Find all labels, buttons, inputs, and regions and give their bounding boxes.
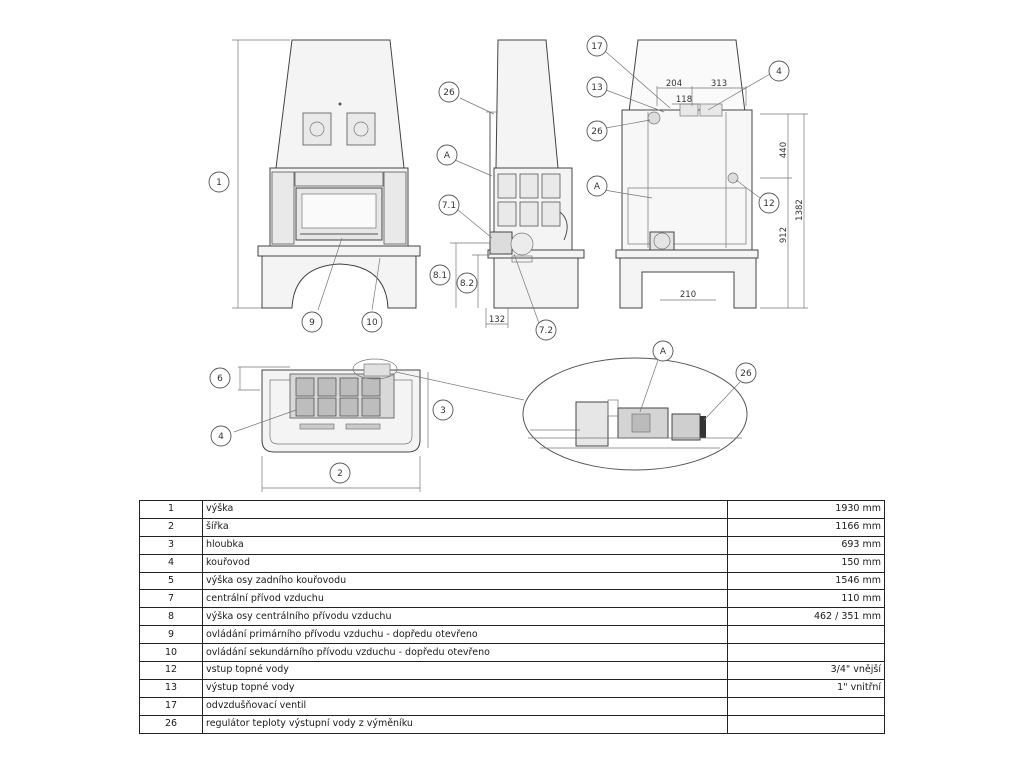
- row-number: 3: [139, 535, 203, 555]
- table-row: 7 centrální přívod vzduchu 110 mm: [139, 589, 885, 609]
- table-row: 9 ovládání primárního přívodu vzduchu - …: [139, 625, 885, 645]
- row-label: regulátor teploty výstupní vody z výmění…: [202, 714, 728, 734]
- side-view: 132 26 A 7.1 8.1 8.2 7.2: [429, 39, 585, 341]
- callout-side-a: A: [444, 151, 451, 161]
- callout-front-9: 9: [309, 318, 315, 328]
- row-value: 1930 mm: [727, 500, 885, 519]
- callout-side-8-1: 8.1: [433, 271, 447, 281]
- dim-back-210: 210: [680, 290, 696, 300]
- table-row: 4 kouřovod 150 mm: [139, 553, 885, 573]
- callout-back-17: 17: [591, 42, 602, 52]
- table-row: 13 výstup topné vody 1" vnitřní: [139, 678, 885, 698]
- callout-side-8-2: 8.2: [460, 279, 474, 289]
- row-number: 1: [139, 500, 203, 519]
- row-number: 10: [139, 643, 203, 663]
- back-view: 204 313 118 440 1382 912 210 17 13 26 A …: [586, 35, 808, 309]
- row-number: 4: [139, 553, 203, 573]
- table-row: 5 výška osy zadního kouřovodu 1546 mm: [139, 571, 885, 591]
- callout-side-7-1: 7.1: [442, 201, 456, 211]
- callout-side-7-2: 7.2: [539, 326, 553, 336]
- row-label: ovládání sekundárního přívodu vzduchu - …: [202, 643, 728, 663]
- row-number: 5: [139, 571, 203, 591]
- row-value: 150 mm: [727, 553, 885, 573]
- callout-back-26: 26: [591, 127, 603, 137]
- row-value: 693 mm: [727, 535, 885, 555]
- table-row: 10 ovládání sekundárního přívodu vzduchu…: [139, 643, 885, 663]
- dim-side-132: 132: [489, 315, 505, 325]
- row-value: 462 / 351 mm: [727, 607, 885, 627]
- dim-back-313: 313: [711, 79, 727, 89]
- row-value: 1" vnitřní: [727, 678, 885, 698]
- dim-back-440: 440: [779, 142, 789, 158]
- row-label: ovládání primárního přívodu vzduchu - do…: [202, 625, 728, 645]
- row-value: 3/4" vnější: [727, 661, 885, 680]
- callout-side-26: 26: [443, 88, 455, 98]
- row-number: 17: [139, 696, 203, 716]
- row-number: 7: [139, 589, 203, 609]
- dim-back-912: 912: [779, 227, 789, 243]
- callout-front-1: 1: [216, 178, 222, 188]
- callout-top-2: 2: [337, 469, 343, 479]
- row-label: hloubka: [202, 535, 728, 555]
- callout-back-4: 4: [776, 67, 782, 77]
- detail-view: A 26: [522, 340, 757, 471]
- dim-back-204: 204: [666, 79, 682, 89]
- table-row: 8 výška osy centrálního přívodu vzduchu …: [139, 607, 885, 627]
- callout-back-13: 13: [591, 83, 602, 93]
- row-value: [727, 714, 885, 734]
- callout-front-10: 10: [366, 318, 378, 328]
- callout-top-6: 6: [217, 374, 223, 384]
- row-value: [727, 696, 885, 716]
- row-number: 9: [139, 625, 203, 645]
- row-label: odvzdušňovací ventil: [202, 696, 728, 716]
- callout-top-4: 4: [218, 432, 224, 442]
- front-view: 1 9 10: [208, 39, 421, 333]
- table-row: 26 regulátor teploty výstupní vody z vým…: [139, 714, 885, 734]
- dim-back-118: 118: [676, 95, 692, 105]
- top-view: 6 4 3 2: [209, 358, 525, 492]
- table-row: 12 vstup topné vody 3/4" vnější: [139, 661, 885, 680]
- table-row: 2 šířka 1166 mm: [139, 517, 885, 537]
- row-number: 13: [139, 678, 203, 698]
- row-value: 1166 mm: [727, 517, 885, 537]
- specification-table: 1 výška 1930 mm 2 šířka 1166 mm 3 hloubk…: [139, 500, 885, 734]
- callout-back-a: A: [594, 182, 601, 192]
- row-label: výška: [202, 500, 728, 519]
- row-number: 12: [139, 661, 203, 680]
- row-number: 8: [139, 607, 203, 627]
- callout-back-12: 12: [763, 199, 774, 209]
- table-row: 3 hloubka 693 mm: [139, 535, 885, 555]
- row-label: šířka: [202, 517, 728, 537]
- dim-back-1382: 1382: [795, 199, 805, 221]
- callout-detail-26: 26: [740, 369, 752, 379]
- row-value: [727, 643, 885, 663]
- table-row: 1 výška 1930 mm: [139, 500, 885, 519]
- callout-top-3: 3: [440, 406, 446, 416]
- technical-drawing: 1 9 10 132: [208, 35, 808, 492]
- row-label: kouřovod: [202, 553, 728, 573]
- table-row: 17 odvzdušňovací ventil: [139, 696, 885, 716]
- row-label: centrální přívod vzduchu: [202, 589, 728, 609]
- row-label: výška osy centrálního přívodu vzduchu: [202, 607, 728, 627]
- row-number: 26: [139, 714, 203, 734]
- row-value: 110 mm: [727, 589, 885, 609]
- row-label: výška osy zadního kouřovodu: [202, 571, 728, 591]
- row-label: vstup topné vody: [202, 661, 728, 680]
- row-value: 1546 mm: [727, 571, 885, 591]
- row-number: 2: [139, 517, 203, 537]
- row-value: [727, 625, 885, 645]
- callout-detail-a: A: [660, 347, 667, 357]
- row-label: výstup topné vody: [202, 678, 728, 698]
